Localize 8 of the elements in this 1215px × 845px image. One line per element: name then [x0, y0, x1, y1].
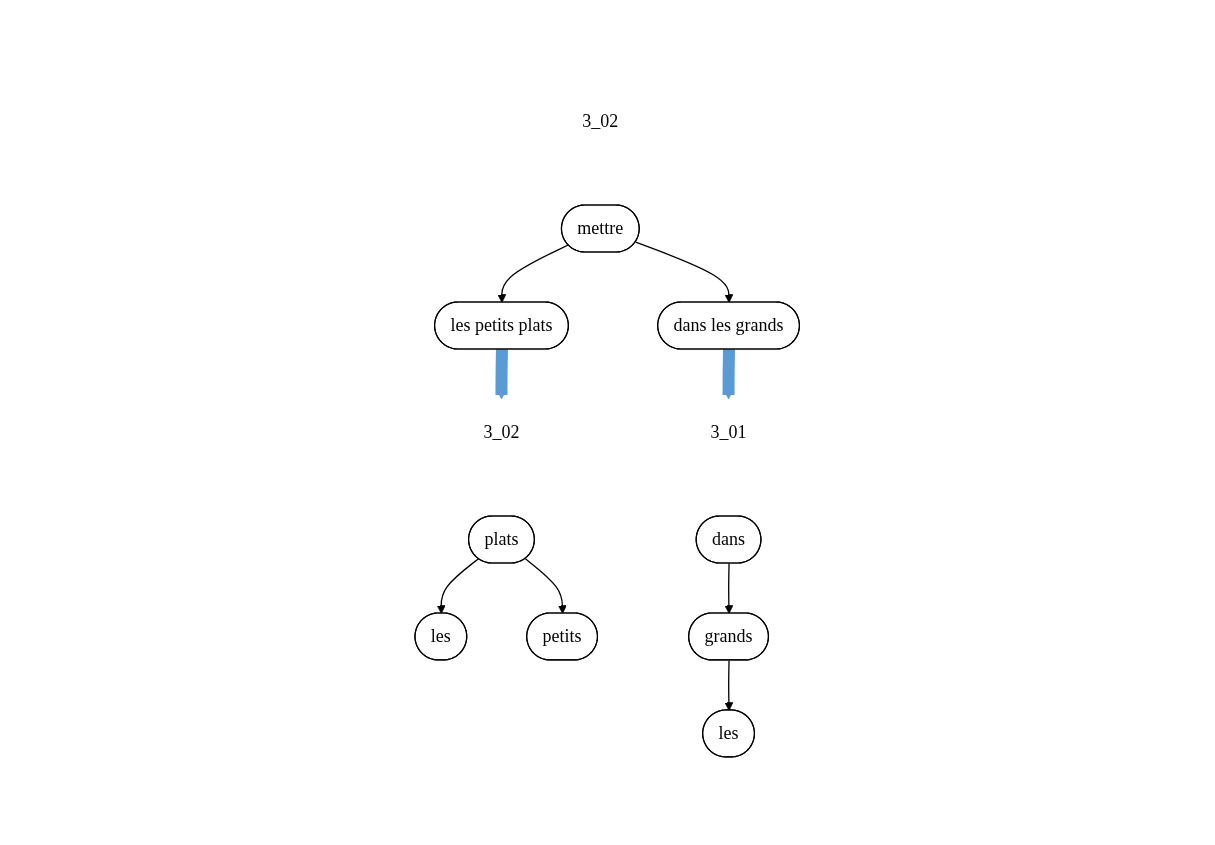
- arrow: [437, 558, 480, 614]
- arrow: [525, 558, 568, 614]
- arrow: [724, 562, 734, 614]
- node-text: 3_02: [483, 422, 520, 442]
- node-text: 3_02: [582, 111, 619, 132]
- node-text: 3_01: [710, 422, 747, 442]
- arrow: [635, 241, 734, 303]
- arrow: [724, 659, 734, 711]
